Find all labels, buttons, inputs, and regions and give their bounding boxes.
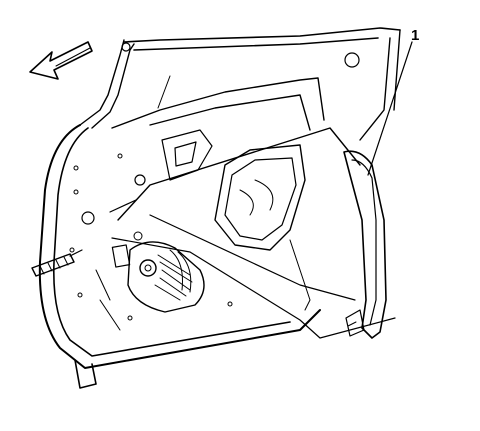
window-regulator-motor: [111, 231, 205, 313]
wiring-connector: [31, 249, 83, 277]
inner-door-panel: [69, 77, 325, 331]
callout-leader: [157, 41, 413, 176]
arrow-left-icon: [29, 41, 93, 80]
door-frame: [38, 27, 401, 389]
exploded-sheet-outline: [109, 127, 396, 339]
window-regulator-rear-channel: [343, 150, 387, 339]
window-opening: [214, 144, 311, 311]
callout-label-1: 1: [411, 27, 420, 44]
